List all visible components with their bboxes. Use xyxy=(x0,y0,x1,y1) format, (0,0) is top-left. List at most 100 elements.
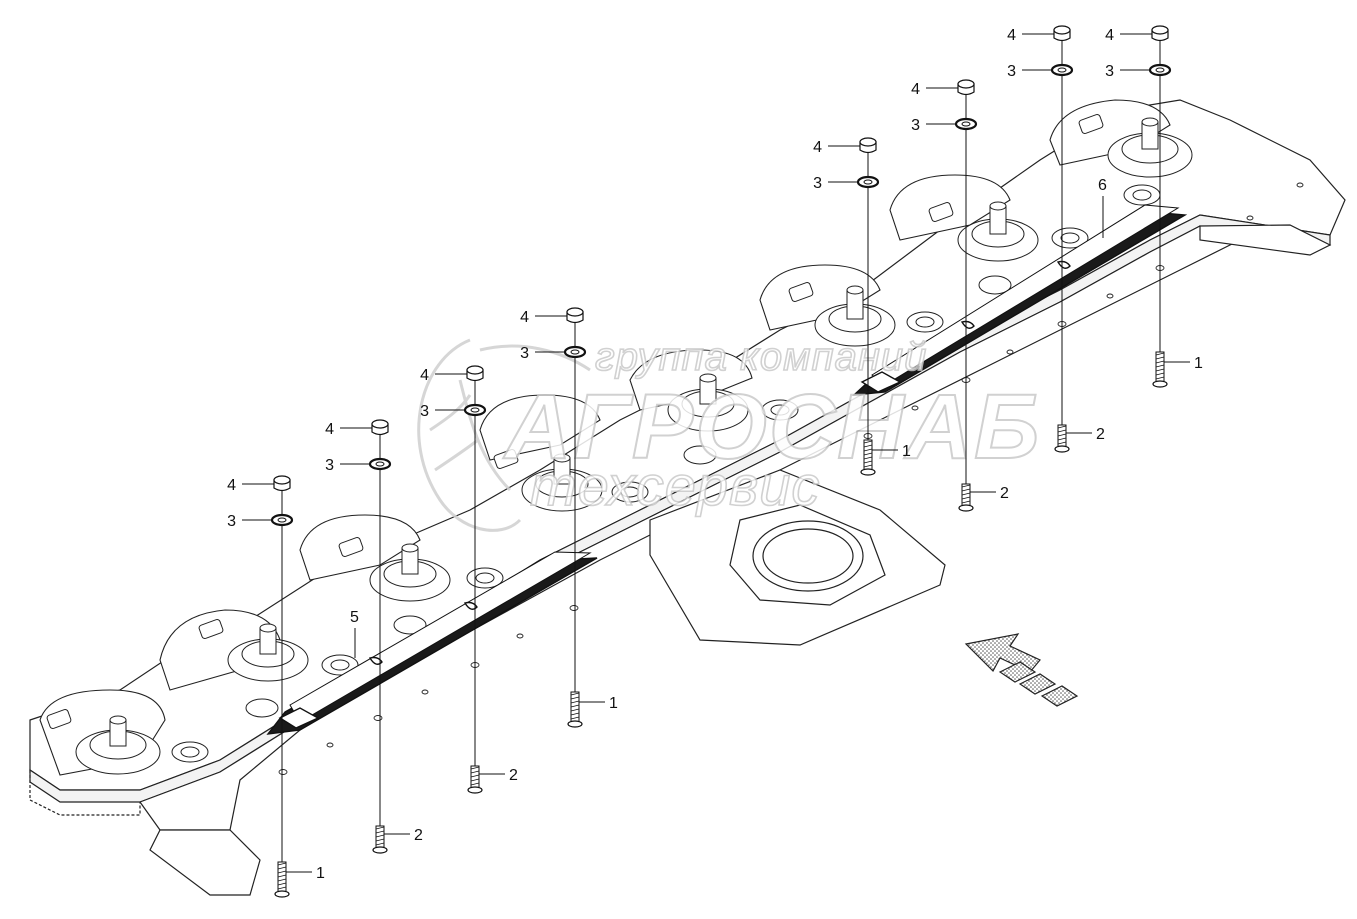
bolt-thread-line xyxy=(1057,441,1067,445)
travel-direction-arrow-icon xyxy=(964,633,1079,707)
rotor-hubs xyxy=(75,117,1193,775)
callout-washer: 3 xyxy=(325,457,334,474)
rotor-hub xyxy=(1107,117,1193,178)
washer-hole-icon xyxy=(375,461,385,467)
bolt-thread-line xyxy=(470,778,480,782)
callout-bolt: 2 xyxy=(414,827,423,844)
bolt-thread-line xyxy=(1155,356,1165,360)
callout-bolt: 1 xyxy=(1194,355,1203,372)
bolt-head-icon xyxy=(958,504,974,512)
washer-hole-icon xyxy=(863,179,873,185)
callout-nut: 4 xyxy=(911,81,920,98)
bolt-thread-line xyxy=(277,862,287,866)
bolt-thread-line xyxy=(470,770,480,774)
bolt-thread-line xyxy=(1057,425,1067,429)
rotor-hub xyxy=(369,543,451,602)
callout-bolt: 2 xyxy=(1000,485,1009,502)
watermark-logo: группа компаний АГРОСНАБ техсервис xyxy=(417,334,1041,532)
callout-washer: 3 xyxy=(227,513,236,530)
rotor-hub xyxy=(227,623,309,682)
callout-nut: 4 xyxy=(520,309,529,326)
bolt-thread-line xyxy=(961,496,971,500)
bolt-thread-line xyxy=(1155,364,1165,368)
bolt-thread-line xyxy=(375,834,385,838)
bolt-thread-line xyxy=(277,870,287,874)
fastener-stacks: 4 3 1 4 3 2 4 3 2 4 3 1 4 3 1 4 3 2 4 3 2 4 3 1 xyxy=(227,25,1203,898)
washer-hole-icon xyxy=(277,517,287,523)
bolt-thread-line xyxy=(863,444,873,448)
bolt-thread-line xyxy=(863,448,873,452)
bolt-thread-line xyxy=(1155,368,1165,372)
washer-hole-icon xyxy=(570,349,580,355)
washer-hole-icon xyxy=(1155,67,1165,73)
bolt-thread-line xyxy=(277,874,287,878)
callout-washer: 3 xyxy=(1105,63,1114,80)
bolt-thread-line xyxy=(863,464,873,468)
washer-hole-icon xyxy=(961,121,971,127)
callout-washer: 3 xyxy=(1007,63,1016,80)
bolt-thread-line xyxy=(1155,376,1165,380)
bolt-thread-line xyxy=(570,700,580,704)
callout-guard-left: 5 xyxy=(350,609,359,626)
bolt-head-icon xyxy=(372,846,388,854)
bolt-thread-line xyxy=(1155,360,1165,364)
bolt-thread-line xyxy=(863,440,873,444)
bolt-thread-line xyxy=(1057,437,1067,441)
bolt-thread-line xyxy=(1057,433,1067,437)
washer-hole-icon xyxy=(1057,67,1067,73)
washer-hole-icon xyxy=(470,407,480,413)
bolt-head-icon xyxy=(860,468,876,476)
rotor-hub xyxy=(814,285,896,347)
callout-nut: 4 xyxy=(227,477,236,494)
callout-washer: 3 xyxy=(420,403,429,420)
rotor-hub xyxy=(957,201,1039,262)
bolt-thread-line xyxy=(961,492,971,496)
bolt-thread-line xyxy=(570,708,580,712)
callout-washer: 3 xyxy=(911,117,920,134)
callout-nut: 4 xyxy=(420,367,429,384)
cutter-bar-frame xyxy=(29,99,1346,896)
bolt-thread-line xyxy=(470,766,480,770)
callout-bolt: 2 xyxy=(1096,426,1105,443)
bolt-thread-line xyxy=(1155,372,1165,376)
callout-nut: 4 xyxy=(325,421,334,438)
bolt-thread-line xyxy=(570,716,580,720)
bolt-thread-line xyxy=(961,484,971,488)
bolt-thread-line xyxy=(863,460,873,464)
watermark-line2: АГРОСНАБ xyxy=(503,376,1041,478)
bolt-head-icon xyxy=(1054,445,1070,453)
callout-nut: 4 xyxy=(1007,27,1016,44)
bolt-thread-line xyxy=(1155,352,1165,356)
bolt-thread-line xyxy=(570,712,580,716)
callout-nut: 4 xyxy=(1105,27,1114,44)
nut-top-icon xyxy=(371,419,389,429)
bolt-thread-line xyxy=(470,782,480,786)
nut-top-icon xyxy=(273,475,291,485)
callout-bolt: 1 xyxy=(316,865,325,882)
callout-bolt: 2 xyxy=(509,767,518,784)
bolt-thread-line xyxy=(470,774,480,778)
bolt-thread-line xyxy=(375,838,385,842)
callout-nut: 4 xyxy=(813,139,822,156)
bolt-thread-line xyxy=(277,882,287,886)
callout-washer: 3 xyxy=(520,345,529,362)
bolt-thread-line xyxy=(375,842,385,846)
bolt-thread-line xyxy=(570,696,580,700)
bolt-head-icon xyxy=(274,890,290,898)
nut-top-icon xyxy=(1053,25,1071,35)
bolt-thread-line xyxy=(570,704,580,708)
callout-bolt: 1 xyxy=(902,443,911,460)
rotor-hub xyxy=(75,715,161,775)
nut-top-icon xyxy=(566,307,584,317)
bolt-thread-line xyxy=(375,830,385,834)
nut-top-icon xyxy=(859,137,877,147)
bolt-thread-line xyxy=(570,692,580,696)
rotor-hub xyxy=(667,373,749,432)
bolt-head-icon xyxy=(1152,380,1168,388)
nut-top-icon xyxy=(1151,25,1169,35)
bolt-thread-line xyxy=(277,878,287,882)
guard-plate-left xyxy=(266,551,598,735)
callout-bolt: 1 xyxy=(609,695,618,712)
callout-washer: 3 xyxy=(813,175,822,192)
